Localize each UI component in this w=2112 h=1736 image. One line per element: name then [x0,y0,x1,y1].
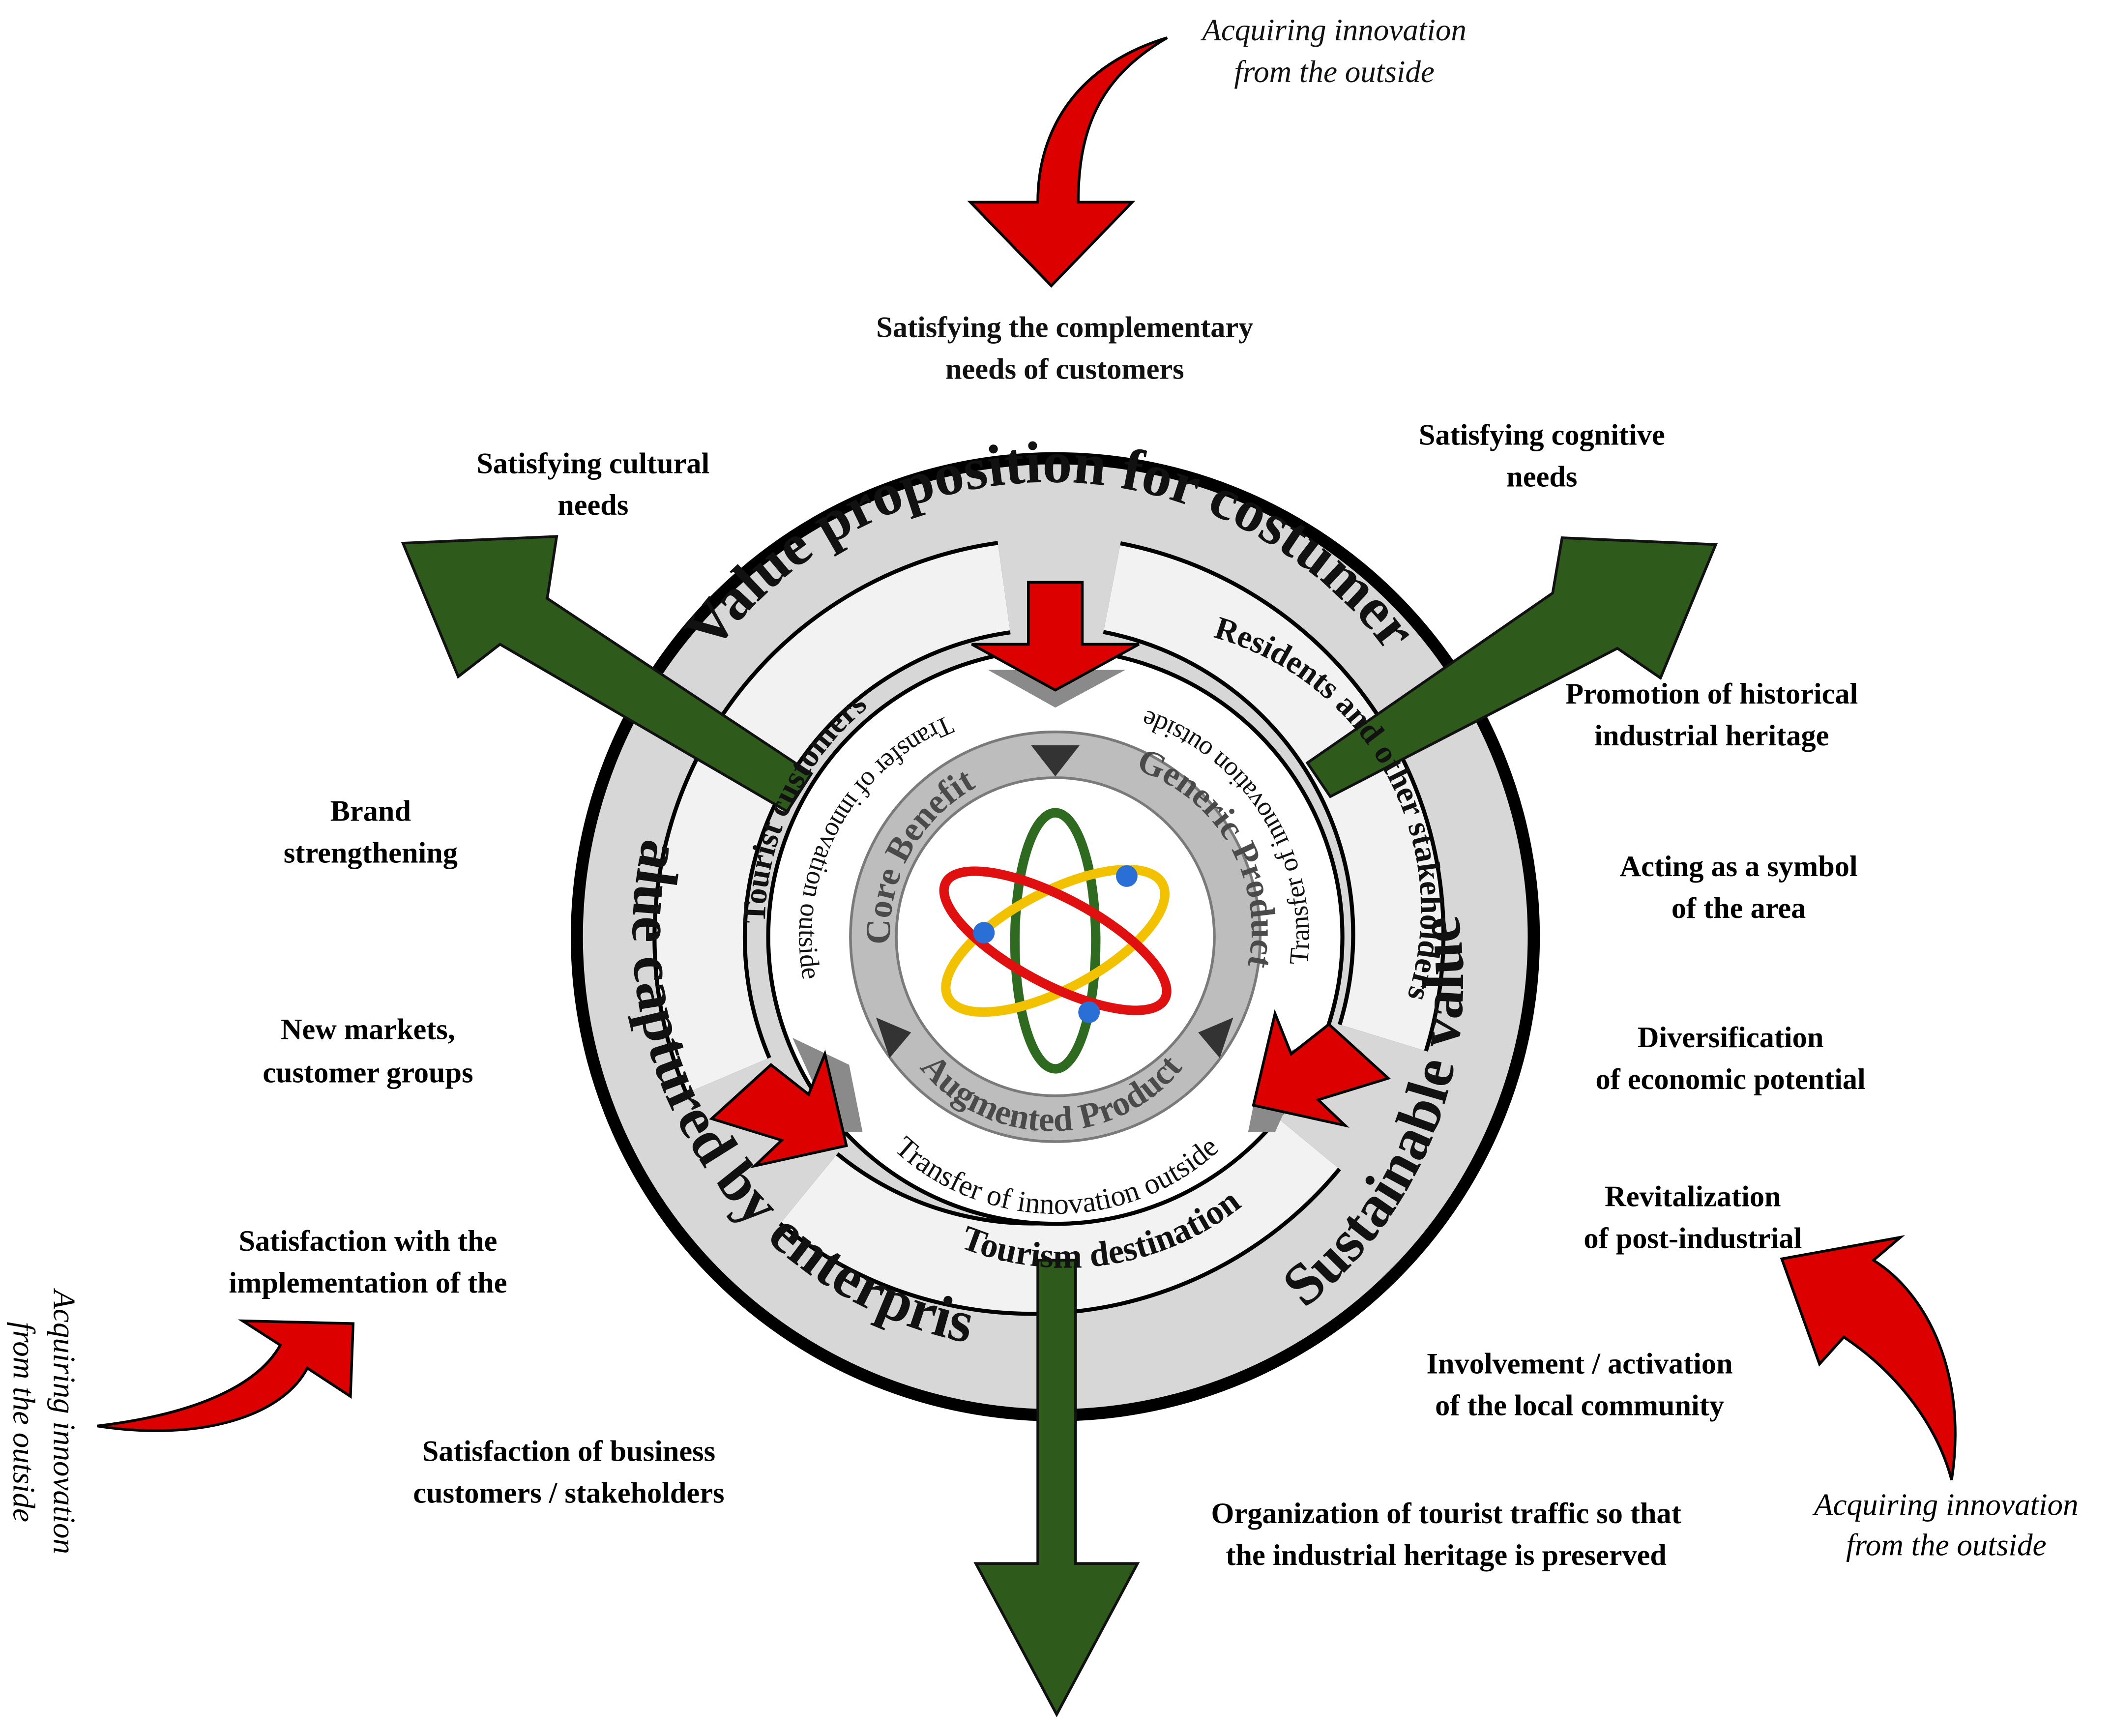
svg-text:from the outside: from the outside [6,1322,41,1522]
svg-text:industrial heritage: industrial heritage [1594,719,1829,752]
svg-text:Diversification: Diversification [1638,1021,1823,1054]
triangle-left-icon [876,1017,911,1059]
red-arrow-top [967,36,1168,288]
triangle-top-icon [1031,745,1080,777]
svg-text:Brand: Brand [330,795,411,828]
svg-text:of the local community: of the local community [1435,1389,1724,1422]
left-labels: Satisfying cultural needs Brand strength… [229,447,724,1509]
right-labels: Satisfying cognitive needs Promotion of … [1419,419,1866,1422]
svg-text:Satisfaction of business: Satisfaction of business [422,1435,715,1468]
svg-text:Acquiring innovation: Acquiring innovation [1200,13,1467,47]
acquiring-right: Acquiring innovation from the outside [1812,1487,2079,1562]
svg-text:Involvement / activation: Involvement / activation [1427,1348,1733,1381]
svg-text:needs of customers: needs of customers [945,353,1184,385]
svg-text:Satisfying cultural: Satisfying cultural [476,447,709,480]
svg-text:Promotion of historical: Promotion of historical [1565,677,1858,710]
green-arrow-upper-left [401,535,814,814]
atom-icon [939,808,1172,1074]
bottom-label: Organization of tourist traffic so that … [1211,1497,1681,1572]
svg-text:Revitalization: Revitalization [1605,1180,1781,1213]
svg-text:of post-industrial: of post-industrial [1584,1222,1802,1255]
svg-text:needs: needs [1506,461,1577,494]
svg-text:strengthening: strengthening [284,837,458,870]
triangle-right-icon [1198,1017,1233,1059]
red-curved-arrows [96,36,1957,1480]
svg-text:Acquiring innovation: Acquiring innovation [1812,1487,2079,1522]
svg-text:from the outside: from the outside [1234,55,1434,89]
red-arrow-left [96,1319,355,1432]
svg-text:Acting as a symbol: Acting as a symbol [1620,850,1858,883]
green-arrows [401,535,1718,1717]
top-label: Satisfying the complementary needs of cu… [876,311,1253,385]
svg-text:Acquiring innovation: Acquiring innovation [47,1288,82,1554]
svg-text:Satisfying cognitive: Satisfying cognitive [1419,419,1665,452]
svg-text:customer groups: customer groups [263,1056,473,1089]
svg-text:from the outside: from the outside [1846,1528,2046,1562]
green-arrow-upper-right [1305,536,1718,798]
svg-text:of economic potential: of economic potential [1595,1063,1865,1096]
svg-text:Satisfaction with the: Satisfaction with the [238,1225,497,1258]
acquiring-top: Acquiring innovation from the outside [1200,13,1467,89]
red-arrow-right [1780,1235,1957,1480]
svg-text:needs: needs [557,489,628,522]
green-arrow-bottom [973,1259,1140,1717]
svg-text:Satisfying the complementary: Satisfying the complementary [876,311,1253,344]
svg-text:customers / stakeholders: customers / stakeholders [413,1477,724,1510]
svg-text:New markets,: New markets, [281,1013,455,1046]
svg-text:the industrial heritage is pre: the industrial heritage is preserved [1226,1539,1667,1572]
svg-text:of the area: of the area [1672,892,1806,925]
svg-text:implementation of the: implementation of the [229,1266,507,1299]
acquiring-left: Acquiring innovation from the outside [6,1288,81,1554]
svg-text:Organization of tourist traffi: Organization of tourist traffic so that [1211,1497,1681,1530]
inner-red-arrows [709,581,1391,1169]
